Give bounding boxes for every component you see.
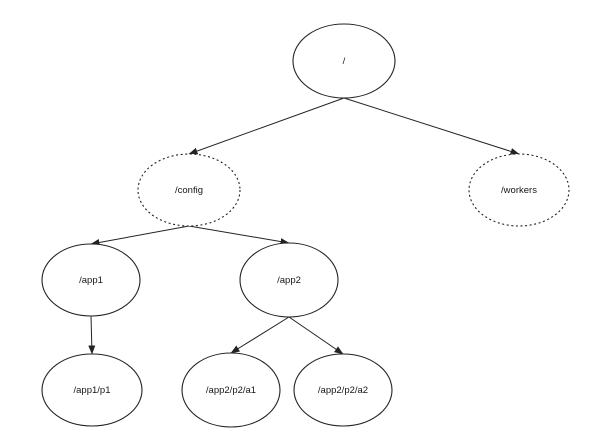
node-ellipse-app1-p1	[41, 353, 143, 427]
tree-edge-app1-to-app1-p1	[88, 315, 96, 355]
tree-node-app1: /app1	[41, 243, 141, 317]
tree-node-app2-p2-a2: /app2/p2/a2	[293, 353, 393, 427]
edges-layer	[88, 97, 520, 355]
tree-node-root: /	[292, 23, 396, 99]
nodes-layer: / /config/workers/app1/app2/app1/p1/app2/…	[41, 23, 570, 428]
node-ellipse-app2-p2-a2	[293, 353, 393, 427]
tree-node-app2: /app2	[239, 242, 339, 318]
tree-edge-app2-to-app2-p2-a2	[288, 316, 344, 355]
tree-edge-root-to-config	[188, 97, 345, 155]
node-ellipse-config	[137, 153, 241, 227]
tree-node-app1-p1: /app1/p1	[41, 353, 143, 427]
tree-edge-root-to-workers	[343, 97, 520, 155]
node-label-app1-p1: /app1/p1	[74, 385, 111, 396]
tree-node-workers: /workers	[468, 153, 570, 227]
node-ellipse-app2	[239, 242, 339, 318]
node-label-root: /	[343, 56, 346, 67]
node-ellipse-root	[292, 23, 396, 99]
tree-node-app2-p2-a1: /app2/p2/a1	[181, 352, 281, 428]
tree-edge-config-to-app2	[188, 225, 290, 246]
node-ellipse-workers	[468, 153, 570, 227]
tree-edge-config-to-app1	[90, 225, 190, 246]
node-label-workers: /workers	[501, 185, 537, 196]
tree-node-config: /config	[137, 153, 241, 227]
node-label-app2-p2-a1: /app2/p2/a1	[206, 385, 256, 396]
node-label-app1: /app1	[79, 275, 103, 286]
node-label-app2-p2-a2: /app2/p2/a2	[318, 385, 368, 396]
node-label-config: /config	[175, 185, 203, 196]
node-ellipse-app2-p2-a1	[181, 352, 281, 428]
tree-edge-app2-to-app2-p2-a1	[230, 316, 290, 354]
node-ellipse-app1	[41, 243, 141, 317]
node-label-app2: /app2	[277, 275, 301, 286]
